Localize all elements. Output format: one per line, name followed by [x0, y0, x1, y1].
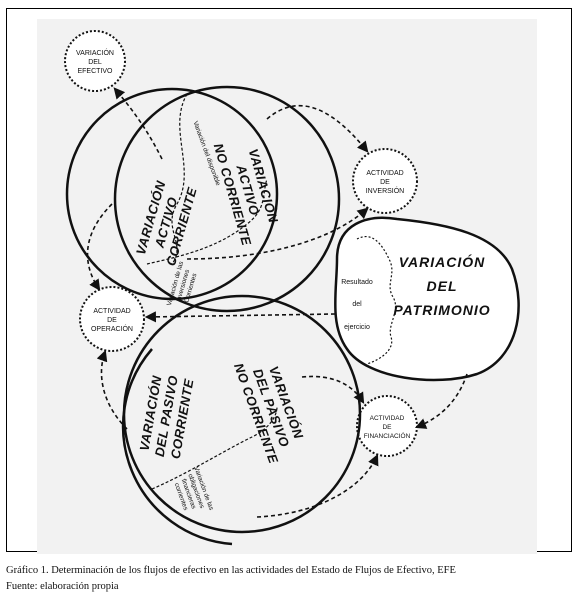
- arrow-patrimonio-to-financiacion: [414, 373, 468, 429]
- label-pasivo-corriente: VARIACIÓN DEL PASIVO CORRIENTE: [137, 374, 197, 460]
- label-pasivo-no-corriente: VARIACIÓN DEL PASIVO NO CORRIENTE: [231, 361, 306, 465]
- circle-activo-corriente: [65, 87, 279, 301]
- label-activo-no-corriente: VARIACIÓN ACTIVO NO CORRIENTE: [211, 142, 281, 248]
- arrow-pc-to-operacion: [96, 349, 128, 430]
- node-efectivo-line1: VARIACIÓN: [76, 48, 114, 57]
- arrow-ac-to-operacion: [86, 203, 113, 291]
- blob-patrimonio: [334, 216, 520, 382]
- svg-text:del: del: [352, 301, 362, 308]
- node-inversion-line1: ACTIVIDAD: [366, 170, 403, 177]
- arrow-obligaciones-to-financiacion: [256, 453, 379, 518]
- arrow-to-efectivo: [113, 87, 163, 160]
- node-actividad-operacion: ACTIVIDAD DE OPERACIÓN: [79, 286, 145, 352]
- node-operacion-line2: DE: [107, 317, 117, 324]
- node-actividad-financiacion: ACTIVIDAD DE FINANCIACIÓN: [356, 395, 418, 457]
- label-activo-corriente: VARIACIÓN ACTIVO CORRIENTE: [133, 179, 200, 268]
- diagram-panel: VARIACIÓN DEL EFECTIVO ACTIVIDAD DE INVE…: [37, 19, 537, 554]
- figure-source: Fuente: elaboración propia: [6, 581, 119, 592]
- flow-diagram: VARIACIÓN DEL EFECTIVO ACTIVIDAD DE INVE…: [64, 30, 520, 546]
- svg-text:ejercicio: ejercicio: [344, 324, 370, 331]
- node-efectivo-line3: EFECTIVO: [77, 68, 113, 75]
- svg-text:PATRIMONIO: PATRIMONIO: [393, 302, 490, 318]
- circle-pasivo-corriente: [121, 348, 233, 546]
- arrow-pnc-to-financiacion: [301, 375, 365, 404]
- circle-activo-no-corriente: [113, 85, 341, 313]
- label-resultado-ejercicio: Resultado del ejercicio: [341, 279, 373, 331]
- svg-text:DEL: DEL: [427, 278, 458, 294]
- node-financiacion-line2: DE: [382, 424, 392, 431]
- node-financiacion-line1: ACTIVIDAD: [370, 415, 405, 422]
- flow-arrows: [86, 87, 468, 518]
- node-variacion-efectivo: VARIACIÓN DEL EFECTIVO: [64, 30, 126, 92]
- svg-text:VARIACIÓN: VARIACIÓN: [399, 253, 486, 270]
- label-patrimonio: VARIACIÓN DEL PATRIMONIO: [393, 253, 490, 318]
- arrow-ac-to-inversion: [186, 207, 369, 260]
- node-actividad-inversion: ACTIVIDAD DE INVERSIÓN: [352, 148, 418, 214]
- node-inversion-line2: DE: [380, 179, 390, 186]
- node-efectivo-line2: DEL: [88, 59, 102, 66]
- arrow-patrimonio-to-operacion: [144, 311, 336, 323]
- node-operacion-line3: OPERACIÓN: [91, 324, 133, 333]
- figure-caption: Gráfico 1. Determinación de los flujos d…: [6, 565, 456, 576]
- arrow-anc-to-inversion: [266, 104, 369, 153]
- node-financiacion-line3: FINANCIACIÓN: [364, 431, 411, 440]
- node-inversion-line3: INVERSIÓN: [366, 186, 405, 195]
- figure-frame: VARIACIÓN DEL EFECTIVO ACTIVIDAD DE INVE…: [6, 8, 572, 554]
- svg-text:Resultado: Resultado: [341, 279, 373, 286]
- node-operacion-line1: ACTIVIDAD: [93, 308, 130, 315]
